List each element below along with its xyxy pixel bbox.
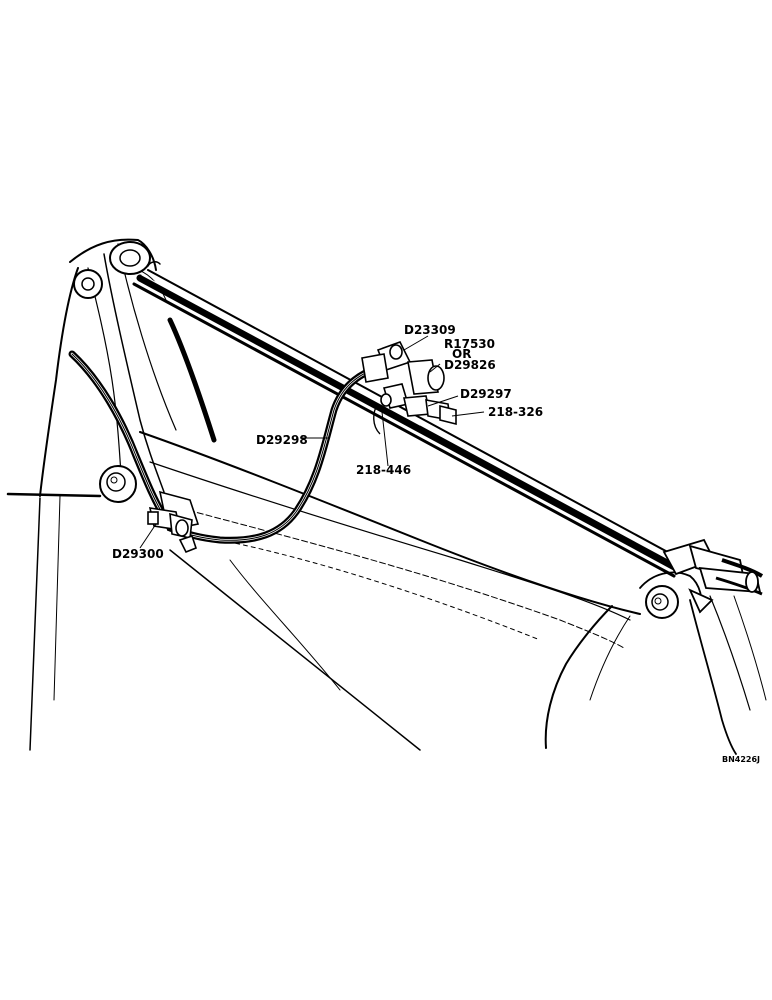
right-pivot bbox=[645, 585, 679, 619]
pivot-bosses bbox=[73, 241, 679, 619]
right-end-fittings bbox=[662, 538, 764, 614]
leader-d29297 bbox=[427, 395, 459, 407]
label-218-326: 218-326 bbox=[488, 405, 543, 419]
cylinder-tube bbox=[132, 261, 687, 578]
valve-fitting-cluster bbox=[361, 341, 457, 435]
hose-left-upper bbox=[68, 350, 168, 520]
label-218-446: 218-446 bbox=[356, 463, 411, 477]
label-d23309: D23309 bbox=[404, 323, 456, 337]
figure-id: BN4226J bbox=[722, 755, 760, 764]
leader-r17530 bbox=[429, 363, 441, 373]
label-r17530: R17530 bbox=[444, 337, 495, 351]
leader-218-326 bbox=[451, 411, 485, 417]
label-d29826: D29826 bbox=[444, 358, 496, 372]
leader-lines bbox=[139, 335, 485, 549]
mid-left-pivot bbox=[99, 465, 137, 503]
label-d29298: D29298 bbox=[256, 433, 308, 447]
leader-218-446 bbox=[381, 411, 389, 467]
label-d29297: D29297 bbox=[460, 387, 512, 401]
top-left-pivot bbox=[73, 241, 151, 299]
part-labels: D23309 R17530 OR D29826 D29297 218-326 D… bbox=[112, 323, 760, 764]
leader-d29300 bbox=[139, 523, 157, 549]
leader-d23309 bbox=[403, 335, 429, 351]
fitting-d29300 bbox=[147, 490, 200, 554]
label-d29300: D29300 bbox=[112, 547, 164, 561]
hose-d29298 bbox=[166, 366, 376, 544]
label-or: OR bbox=[452, 347, 471, 361]
